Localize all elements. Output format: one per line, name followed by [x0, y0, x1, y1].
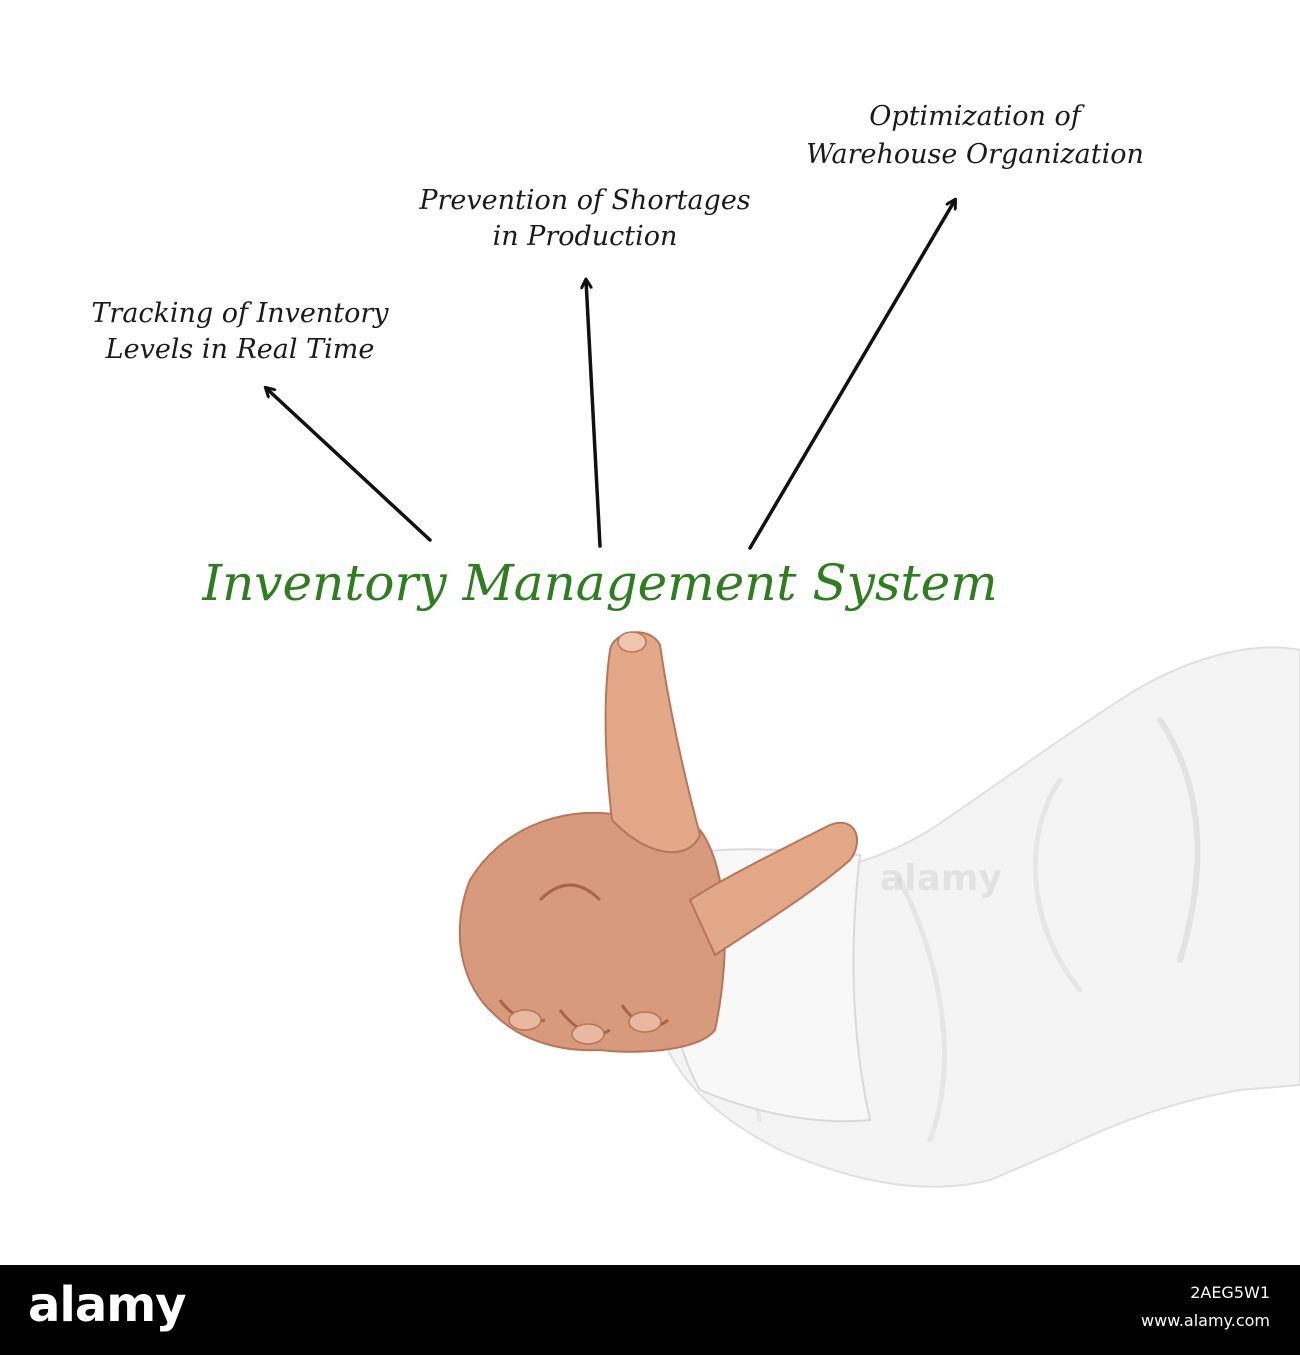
- branch-label-line: Prevention of Shortages: [419, 185, 751, 216]
- arrow-to-tracking: [266, 388, 432, 542]
- arrow-layer: [0, 0, 1300, 1188]
- branch-label-line: Tracking of Inventory: [91, 298, 389, 329]
- branch-label-line: Levels in Real Time: [105, 334, 375, 365]
- pointing-hand-illustration: [458, 631, 1300, 1188]
- branch-label-prevention: Prevention of Shortages in Production: [350, 183, 820, 255]
- hand-fist: [458, 811, 726, 1053]
- diagram-canvas: Tracking of Inventory Levels in Real Tim…: [0, 0, 1300, 1188]
- site-url[interactable]: www.alamy.com: [1141, 1311, 1270, 1330]
- branch-label-line: in Production: [492, 221, 678, 252]
- diagram-title: Inventory Management System: [202, 554, 998, 612]
- footer-brand-logo: alamy: [28, 1277, 187, 1333]
- arrow-to-prevention: [586, 280, 602, 548]
- footer-image-info: 2AEG5W1 www.alamy.com: [1141, 1279, 1270, 1335]
- image-id: 2AEG5W1: [1190, 1283, 1270, 1302]
- branch-label-tracking: Tracking of Inventory Levels in Real Tim…: [40, 296, 440, 368]
- watermark: alamy: [880, 858, 1002, 899]
- hand-index-finger: [604, 631, 702, 854]
- branch-label-line: Optimization of: [869, 101, 1081, 132]
- branch-label-line: Warehouse Organization: [806, 139, 1144, 170]
- footer-bar: alamy 2AEG5W1 www.alamy.com: [0, 1265, 1300, 1355]
- branch-label-optimization: Optimization of Warehouse Organization: [740, 98, 1210, 174]
- hand-thumb: [688, 821, 859, 957]
- arrow-to-optimization: [748, 200, 955, 550]
